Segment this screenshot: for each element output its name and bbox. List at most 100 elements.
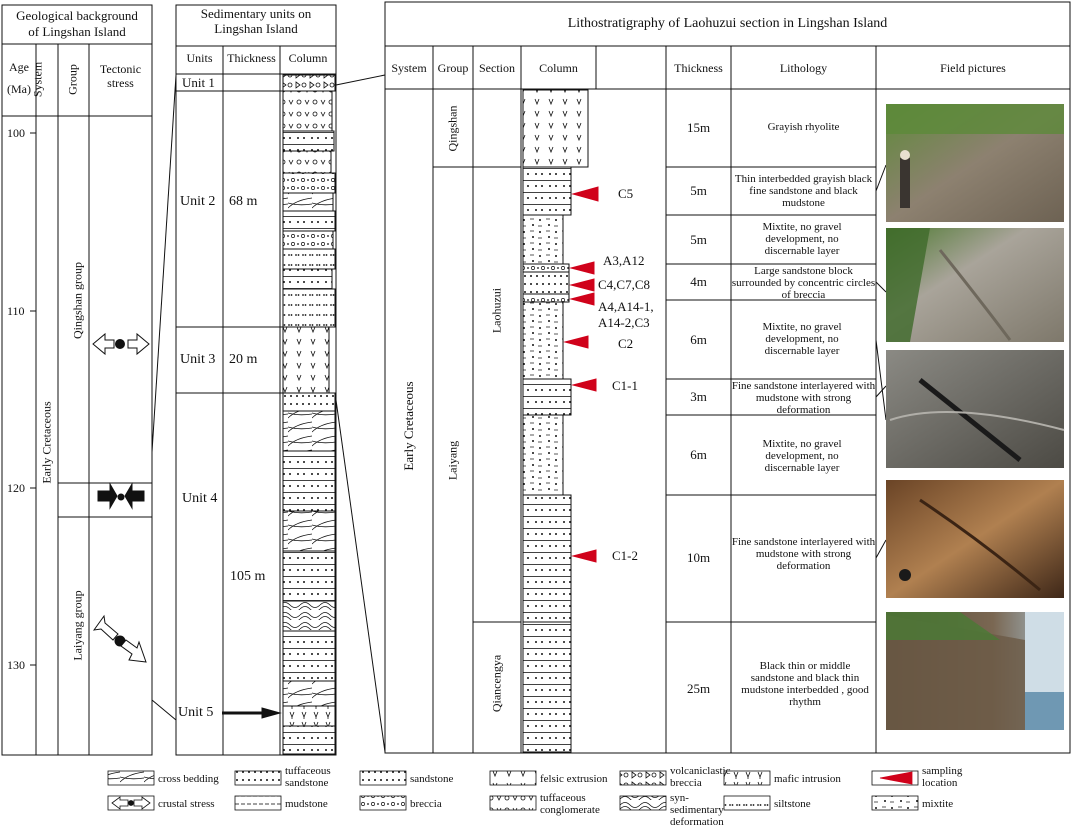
p3-section-qiancengya: Qiancengya (489, 654, 504, 713)
unit4-column (282, 392, 336, 412)
p3-system-label: Early Cretaceous (401, 381, 416, 471)
unit2-label: Unit 2 (180, 194, 216, 209)
p3-section-laohuzui: Laohuzui (489, 287, 504, 334)
layer-thickness-8: 10m (686, 550, 711, 565)
sample-a14-2-c3: A14-2,C3 (598, 315, 650, 330)
p3-thickness-header: Thickness (674, 61, 723, 75)
layer-lithology-8: Fine sandstone interlayered with mudston… (731, 536, 876, 572)
tectonic-stress-header: Tectonic stress (99, 62, 142, 90)
legend-felsic-extrusion: felsic extrusion (540, 773, 608, 785)
age-header: Age (Ma) (2, 60, 36, 96)
layer-thickness-9: 25m (686, 681, 711, 696)
layer-lithology-7: Mixtite, no gravel development, no disce… (762, 438, 842, 474)
sample-c2: C2 (618, 336, 634, 351)
unit5-column (282, 680, 336, 707)
legend-tuffaceous-conglomerate: tuffaceous conglomerate (540, 792, 600, 816)
p3-group-laiyang: Laiyang (445, 440, 460, 481)
legend-volcaniclastic-breccia: volcaniclastic breccia (670, 765, 731, 789)
panel1-system-label: Early Cretaceous (39, 401, 54, 484)
field-photo-4 (886, 480, 1064, 598)
layer-thickness-6: 3m (690, 389, 707, 404)
layer-thickness-5: 6m (690, 332, 707, 347)
layer-thickness-2: 5m (690, 183, 707, 198)
age-tick-120: 120 (7, 481, 25, 495)
sample-c1-1: C1-1 (612, 378, 638, 393)
p3-column-header: Column (539, 61, 578, 75)
column-header: Column (288, 51, 328, 65)
layer-lithology-3: Mixtite, no gravel development, no disce… (762, 221, 842, 257)
p3-group-qingshan: Qingshan (445, 105, 460, 152)
extension-symbol (92, 614, 119, 641)
layer-thickness-7: 6m (690, 447, 707, 462)
unit3-thickness: 20 m (229, 352, 258, 367)
legend-crustal-stress: crustal stress (158, 798, 215, 810)
layer-lithology-4: Large sandstone block surrounded by conc… (731, 265, 876, 301)
group-header: Group (65, 64, 80, 95)
legend-mafic-intrusion: mafic intrusion (774, 773, 841, 785)
age-tick-130: 130 (7, 658, 25, 672)
legend-mudstone: mudstone (285, 798, 328, 810)
sample-c5: C5 (618, 186, 634, 201)
legend-mixtite: mixtite (922, 798, 954, 810)
panel1-group-qingshan: Qingshan group (70, 262, 85, 339)
sampling-arrows (563, 186, 599, 563)
unit4-thickness: 105 m (230, 569, 266, 584)
layer-lithology-1: Grayish rhyolite (767, 121, 840, 133)
layer-thickness-3: 5m (690, 232, 707, 247)
age-unit: (Ma) (7, 82, 31, 96)
sample-c1-2: C1-2 (612, 548, 638, 563)
thickness-header: Thickness (227, 51, 276, 65)
p3-lithology-header: Lithology (779, 61, 828, 75)
panel1-group-laiyang: Laiyang group (70, 590, 85, 661)
unit2-column-top (282, 90, 333, 132)
layer-lithology-2: Thin interbedded grayish black fine sand… (734, 173, 873, 209)
units-header: Units (186, 51, 213, 65)
layer-thickness-4: 4m (690, 274, 707, 289)
legend-sandstone: sandstone (410, 773, 454, 785)
sample-a3-a12: A3,A12 (603, 253, 645, 268)
connector-lines (151, 74, 386, 753)
panel-lithostratigraphy (384, 1, 1071, 754)
age-tick-110: 110 (7, 304, 25, 318)
panel-geological-background (1, 4, 153, 756)
layer-lithology-9: Black thin or middle sandstone and black… (741, 660, 869, 708)
panel2-title-line2: Lingshan Island (214, 21, 298, 36)
age-tick-100: 100 (7, 126, 25, 140)
legend (107, 770, 919, 811)
panel1-title-line2: of Lingshan Island (28, 24, 126, 39)
panel1-title-line1: Geological background (16, 8, 138, 23)
unit3-column (282, 326, 330, 394)
sample-c4-c7-c8: C4,C7,C8 (598, 277, 651, 292)
compression-symbol (97, 482, 118, 510)
p3-group-header: Group (437, 61, 469, 75)
age-label: Age (9, 60, 29, 74)
unit1-label: Unit 1 (182, 75, 215, 90)
unit1-column (282, 74, 336, 92)
p3-system-header: System (391, 61, 427, 75)
field-photo-5 (886, 612, 1064, 730)
field-photo-3 (886, 350, 1065, 468)
unit2-thickness: 68 m (229, 194, 258, 209)
panel3-title: Lithostratigraphy of Laohuzui section in… (567, 16, 888, 31)
legend-syn-sedimentary-deformation: syn-sedimentary deformation (670, 792, 724, 828)
p3-photos-header: Field pictures (940, 61, 1006, 75)
crustal-stress-symbol (92, 332, 115, 356)
unit4-label: Unit 4 (182, 491, 218, 506)
field-photo-1 (886, 104, 1064, 222)
layer-lithology-6: Fine sandstone interlayered with mudston… (731, 380, 876, 416)
panel-sedimentary-units (175, 4, 337, 756)
p3-section-header: Section (479, 61, 515, 75)
system-header: System (30, 61, 45, 98)
legend-siltstone: siltstone (774, 798, 811, 810)
legend-sampling-location: sampling location (922, 765, 963, 789)
unit3-label: Unit 3 (180, 352, 216, 367)
field-photo-2 (886, 228, 1064, 342)
panel2-title-line1: Sedimentary units on (200, 6, 312, 21)
legend-cross-bedding: cross bedding (158, 773, 219, 785)
legend-breccia: breccia (410, 798, 442, 810)
unit5-label: Unit 5 (178, 705, 214, 720)
layer-thickness-1: 15m (686, 120, 711, 135)
rhyolite-column (522, 89, 589, 168)
panel1-title: Geological background of Lingshan Island (2, 8, 152, 40)
